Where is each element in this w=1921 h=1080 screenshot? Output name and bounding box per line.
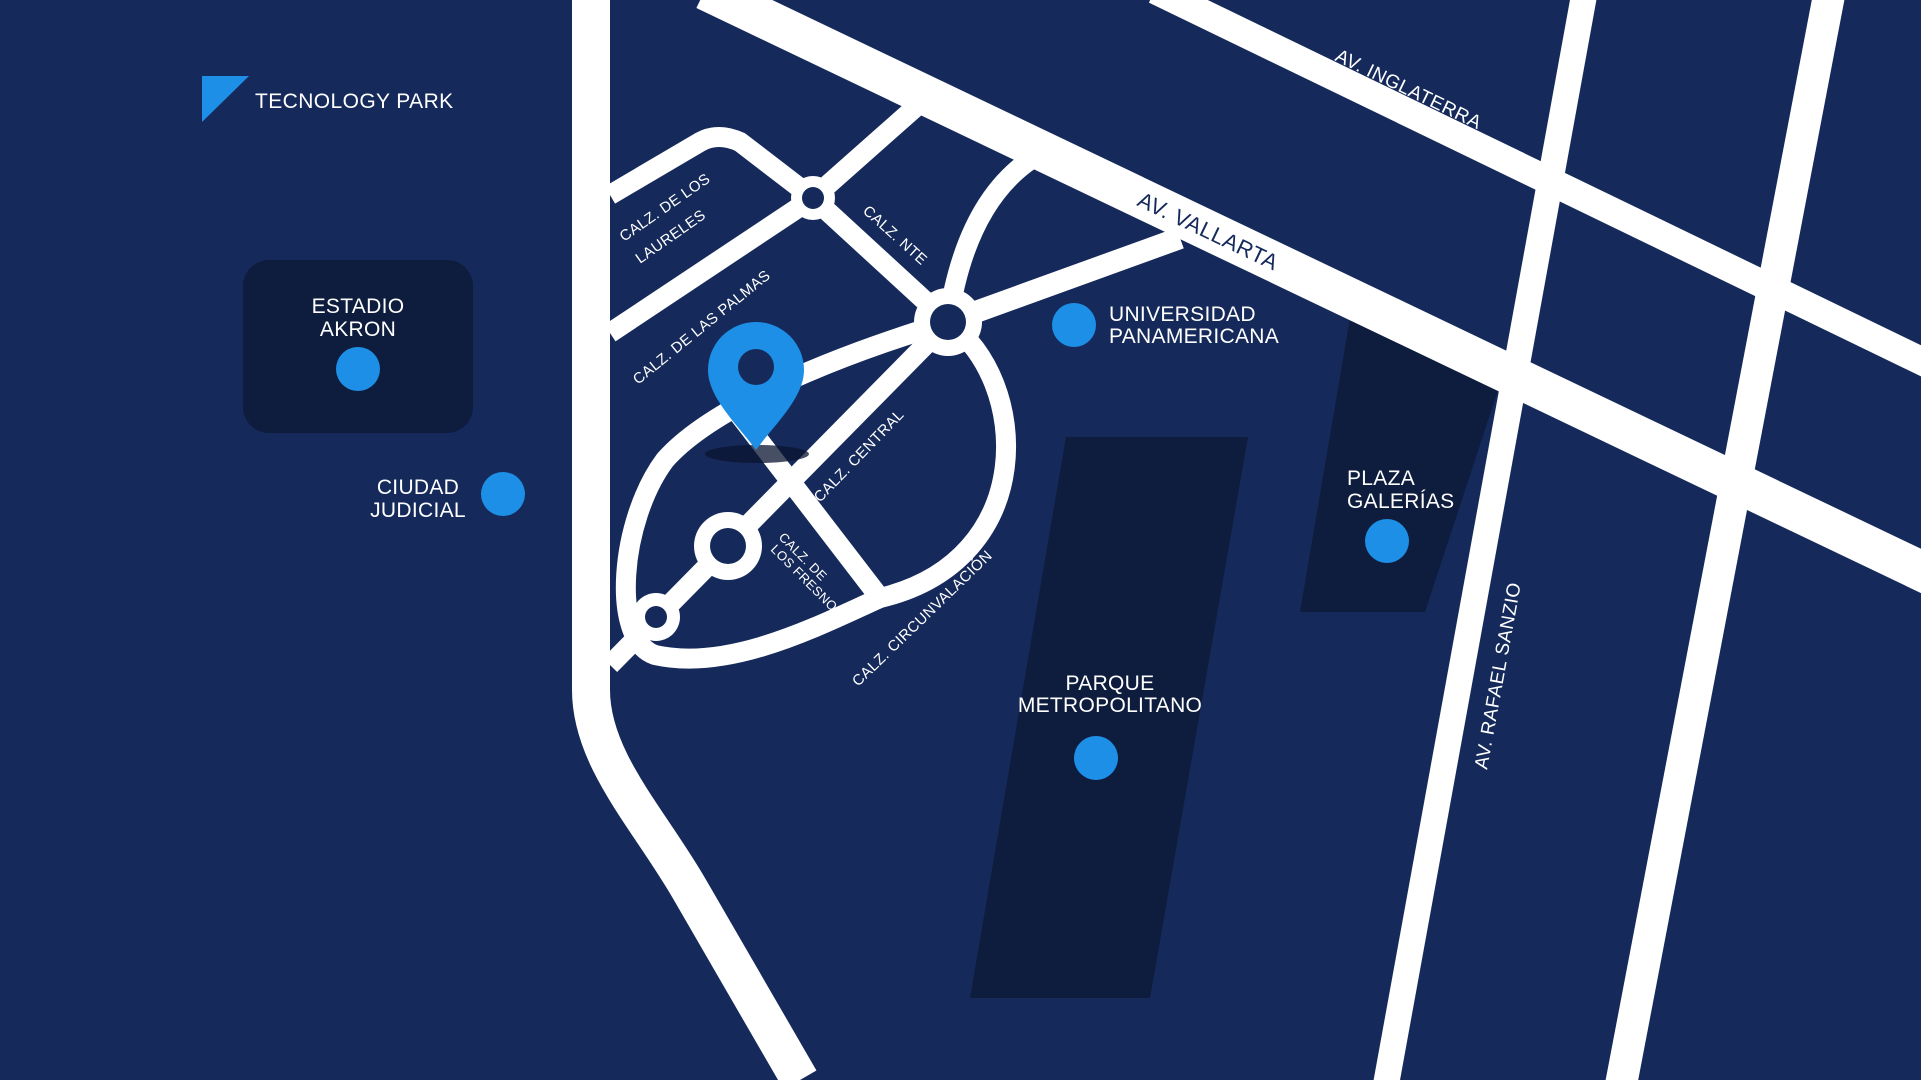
location-pin-icon[interactable] xyxy=(705,322,809,463)
road-calz-laureles xyxy=(604,127,820,206)
plaza-galerias-dot[interactable] xyxy=(1365,519,1409,563)
roundabouts xyxy=(632,176,982,641)
road-label-periferico: PERIFÉRICO PONIENTE xyxy=(582,260,603,488)
estadio-akron-block xyxy=(243,260,473,433)
parque-metropolitano-dot[interactable] xyxy=(1074,736,1118,780)
estadio-label-line1: ESTADIO xyxy=(312,295,405,318)
road-calz-circunvalacion xyxy=(615,312,1016,669)
estadio-label-line2: AKRON xyxy=(320,318,396,341)
universidad-label-line1: UNIVERSIDAD xyxy=(1109,303,1256,326)
road-av-rafael-sanzio xyxy=(1373,0,1597,1080)
parque-metropolitano-block xyxy=(970,437,1248,998)
ciudad-judicial-dot[interactable] xyxy=(481,472,525,516)
triangle-logo-icon xyxy=(202,76,249,122)
road-periferico-poniente xyxy=(572,0,817,1080)
poi-dots xyxy=(336,303,1409,780)
plaza-label-line2: GALERÍAS xyxy=(1347,490,1454,513)
road-av-patria xyxy=(1605,0,1845,1080)
parque-label-line1: PARQUE xyxy=(1066,672,1155,695)
plaza-label-line1: PLAZA xyxy=(1347,467,1415,490)
brand-name: TECNOLOGY PARK xyxy=(255,90,454,113)
ciudad-label-line2: JUDICIAL xyxy=(370,499,466,522)
ciudad-label-line1: CIUDAD xyxy=(377,476,459,499)
plaza-galerias-block xyxy=(1300,318,1502,612)
parque-label-line2: METROPOLITANO xyxy=(1018,694,1202,717)
road-label-vallarta: AV. VALLARTA xyxy=(1134,187,1283,275)
road-secondary-diagonal xyxy=(944,227,1184,333)
estadio-akron-dot[interactable] xyxy=(336,347,380,391)
universidad-panamericana-dot[interactable] xyxy=(1052,303,1096,347)
road-label-circunvalacion: CALZ. CIRCUNVALACIÓN xyxy=(849,547,996,690)
universidad-label-line2: PANAMERICANA xyxy=(1109,325,1279,348)
